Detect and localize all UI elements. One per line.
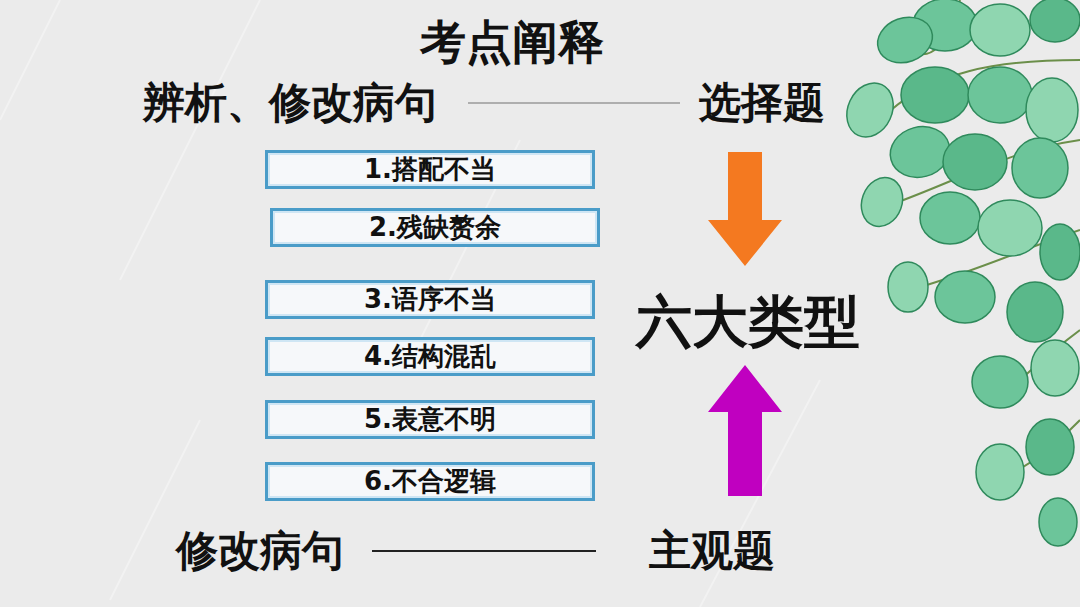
down-arrow	[708, 152, 782, 266]
question-type: 主观题	[649, 528, 775, 574]
type-box: 4.结构混乱	[265, 337, 595, 376]
type-box: 3.语序不当	[265, 280, 595, 319]
rule-line	[468, 102, 680, 104]
type-box: 1.搭配不当	[265, 150, 595, 189]
rule-line	[372, 550, 596, 552]
type-label: 2.残缺赘余	[369, 213, 501, 242]
row-heading: 修改病句	[176, 528, 344, 574]
type-label: 5.表意不明	[364, 405, 496, 434]
type-box: 2.残缺赘余	[270, 208, 600, 247]
type-box: 5.表意不明	[265, 400, 595, 439]
type-box: 6.不合逻辑	[265, 462, 595, 501]
category-heading: 六大类型	[636, 291, 860, 353]
type-label: 4.结构混乱	[364, 342, 496, 371]
type-label: 6.不合逻辑	[364, 467, 496, 496]
question-type: 选择题	[699, 80, 825, 126]
leaf-decoration	[838, 0, 1080, 546]
slide-title: 考点阐释	[420, 17, 604, 68]
row-heading: 辨析、修改病句	[143, 80, 437, 126]
type-label: 3.语序不当	[364, 285, 496, 314]
up-arrow	[708, 365, 782, 496]
type-label: 1.搭配不当	[364, 155, 496, 184]
